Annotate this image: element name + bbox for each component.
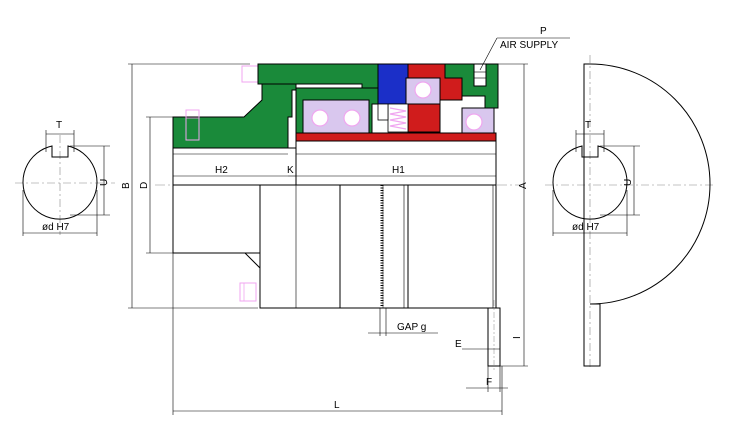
rotor-body xyxy=(407,184,497,309)
piston-section xyxy=(377,63,409,105)
right-bore-label: ød H7 xyxy=(572,222,600,233)
left-end-view: T U ød H7 xyxy=(15,120,115,236)
air-port-fitting xyxy=(473,63,487,87)
callout-text: AIR SUPPLY xyxy=(500,40,558,51)
right-t-label: T xyxy=(585,120,591,131)
left-hub-section xyxy=(172,79,297,149)
right-u-label: U xyxy=(623,179,634,186)
d-dimension-label: D xyxy=(139,182,150,189)
main-section-view xyxy=(155,63,520,309)
callout-ref: P xyxy=(540,26,547,37)
h1-dimension-label: H1 xyxy=(392,165,405,176)
i-dimension-label: I xyxy=(512,336,523,339)
f-dimension-label: F xyxy=(486,377,492,388)
horizontal-dimensions: H2 K H1 L GAP g A I xyxy=(172,63,529,415)
right-keyed-bore-outline xyxy=(552,145,628,220)
right-end-view: T U ød H7 xyxy=(545,55,715,370)
air-supply-callout: P AIR SUPPLY xyxy=(479,26,570,71)
h2-dimension-label: H2 xyxy=(215,165,228,176)
shaft-sleeve-section xyxy=(295,132,497,142)
height-dimensions: B D xyxy=(121,63,258,309)
k-dimension-label: K xyxy=(287,165,294,176)
e-dimension-label: E xyxy=(455,339,462,350)
left-u-label: U xyxy=(99,179,110,186)
left-hub-body xyxy=(172,184,261,254)
gap-dimension-label: GAP g xyxy=(397,322,426,333)
left-bore-label: ød H7 xyxy=(42,222,70,233)
torque-arm-outline xyxy=(583,63,711,367)
a-dimension-label: A xyxy=(518,182,529,189)
armature-body xyxy=(339,184,409,309)
b-dimension-label: B xyxy=(121,182,132,189)
return-spring xyxy=(387,103,409,133)
torque-arm-pin: E F xyxy=(455,300,508,392)
left-keyed-bore-outline xyxy=(22,145,98,220)
housing-body xyxy=(259,184,341,309)
l-dimension-label: L xyxy=(334,400,340,411)
left-t-label: T xyxy=(56,120,62,131)
outer-housing-section xyxy=(257,63,379,89)
